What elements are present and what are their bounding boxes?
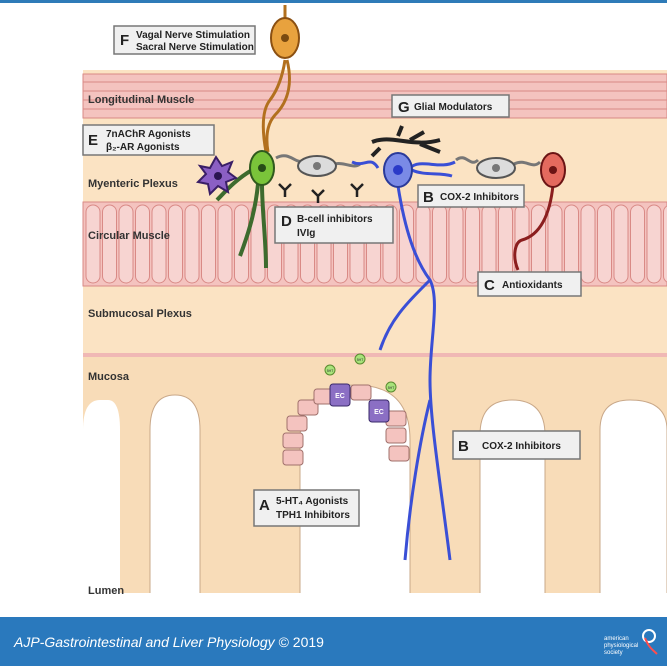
box-E-letter: E xyxy=(88,132,98,149)
longitudinal-muscle-layer xyxy=(82,73,667,119)
ec-label: EC xyxy=(374,409,384,416)
box-F-nerve-stimulation: F Vagal Nerve Stimulation Sacral Nerve S… xyxy=(113,25,256,55)
circular-muscle-cell xyxy=(597,204,612,284)
circular-muscle-cell xyxy=(399,204,414,284)
antibody-symbols xyxy=(278,183,364,203)
sensory-neuron-blue xyxy=(351,160,456,561)
box-B2-line1: COX-2 Inhibitors xyxy=(482,441,561,452)
ec-label: EC xyxy=(335,393,345,400)
serotonin-granules xyxy=(324,353,397,393)
box-F-letter: F xyxy=(120,32,129,49)
box-F-line1: Vagal Nerve Stimulation xyxy=(136,30,250,41)
5ht-label: 5HT xyxy=(388,386,395,390)
copyright: © 2019 xyxy=(278,634,324,650)
box-A-5ht4-agonists: A 5-HT₄ Agonists TPH1 Inhibitors xyxy=(253,489,360,527)
circular-muscle-cell xyxy=(102,204,117,284)
journal-title: AJP-Gastrointestinal and Liver Physiolog… xyxy=(14,634,324,650)
box-C-antioxidants: C Antioxidants xyxy=(477,271,582,297)
circular-muscle-cell xyxy=(432,204,447,284)
glial-cell-right xyxy=(455,156,542,179)
label-mucosa: Mucosa xyxy=(88,371,130,383)
circular-muscle-cell xyxy=(613,204,629,284)
label-circular-muscle: Circular Muscle xyxy=(88,230,170,242)
box-E-line2: β₂-AR Agonists xyxy=(106,142,180,153)
enteric-nervous-system-diagram: EC EC 5HT 5HT 5HT xyxy=(82,5,667,600)
circular-muscle-cell xyxy=(234,204,249,284)
circular-muscle-cell xyxy=(151,204,167,284)
circular-muscle-cell xyxy=(118,204,134,284)
box-D-b-cell-inhibitors: D B-cell inhibitors IVIg xyxy=(274,206,394,244)
journal-footer: AJP-Gastrointestinal and Liver Physiolog… xyxy=(0,617,667,666)
box-G-glial-modulators: G Glial Modulators xyxy=(391,94,510,118)
box-E-line1: 7nAChR Agonists xyxy=(106,129,191,140)
5ht-label: 5HT xyxy=(327,369,334,373)
ec-cell xyxy=(368,399,390,423)
lumen-space xyxy=(83,593,667,600)
circular-muscle-cell xyxy=(85,204,101,284)
circular-muscle-cell xyxy=(646,204,662,284)
circular-muscle-cell xyxy=(630,204,645,284)
glial-cell-left xyxy=(275,154,361,177)
myenteric-neuron-red xyxy=(513,152,566,271)
5ht-label: 5HT xyxy=(357,358,364,362)
box-B-cox2-mucosa: B COX-2 Inhibitors xyxy=(452,430,581,460)
circular-muscle-cell xyxy=(184,204,200,284)
macrophage xyxy=(195,155,239,197)
label-submucosal-plexus: Submucosal Plexus xyxy=(88,308,192,320)
box-A-line2: TPH1 Inhibitors xyxy=(276,510,350,521)
box-A-letter: A xyxy=(259,497,270,514)
circular-muscle-cell xyxy=(580,204,596,284)
circular-muscle-cell xyxy=(201,204,216,284)
label-lumen: Lumen xyxy=(88,585,124,597)
box-G-letter: G xyxy=(398,99,410,116)
circular-muscle-cell xyxy=(448,204,464,284)
mucosa-boundary xyxy=(83,353,667,357)
ec-cell xyxy=(329,383,351,407)
box-G-line1: Glial Modulators xyxy=(414,102,493,113)
aps-logo-icon xyxy=(642,629,658,655)
box-F-line2: Sacral Nerve Stimulation xyxy=(136,42,254,53)
circular-muscle-cell xyxy=(135,204,150,284)
box-B1-letter: B xyxy=(423,189,434,206)
box-D-line2: IVIg xyxy=(297,228,315,239)
box-B-cox2-myenteric: B COX-2 Inhibitors xyxy=(417,184,525,208)
society-name: american physiological society xyxy=(604,636,639,656)
circular-muscle-cell xyxy=(663,205,667,283)
journal-name: AJP-Gastrointestinal and Liver Physiolog… xyxy=(14,634,275,650)
sensory-neuron-soma xyxy=(383,152,413,188)
box-C-line1: Antioxidants xyxy=(502,280,563,291)
box-D-line1: B-cell inhibitors xyxy=(297,214,373,225)
label-longitudinal-muscle: Longitudinal Muscle xyxy=(88,94,194,106)
top-accent-bar xyxy=(0,0,667,3)
box-B2-letter: B xyxy=(458,438,469,455)
enteric-glia xyxy=(370,125,441,158)
label-myenteric-plexus: Myenteric Plexus xyxy=(88,178,178,190)
myenteric-neuron-green xyxy=(215,150,275,269)
circular-muscle-cell xyxy=(217,204,233,284)
box-C-letter: C xyxy=(484,277,495,294)
box-E-agonists: E 7nAChR Agonists β₂-AR Agonists xyxy=(82,124,215,156)
vagal-neuron xyxy=(261,5,300,153)
box-D-letter: D xyxy=(281,213,292,230)
box-A-line1: 5-HT₄ Agonists xyxy=(276,496,349,507)
circular-muscle-cell xyxy=(168,204,183,284)
box-B1-line1: COX-2 Inhibitors xyxy=(440,192,519,203)
epithelial-cells xyxy=(282,384,410,466)
